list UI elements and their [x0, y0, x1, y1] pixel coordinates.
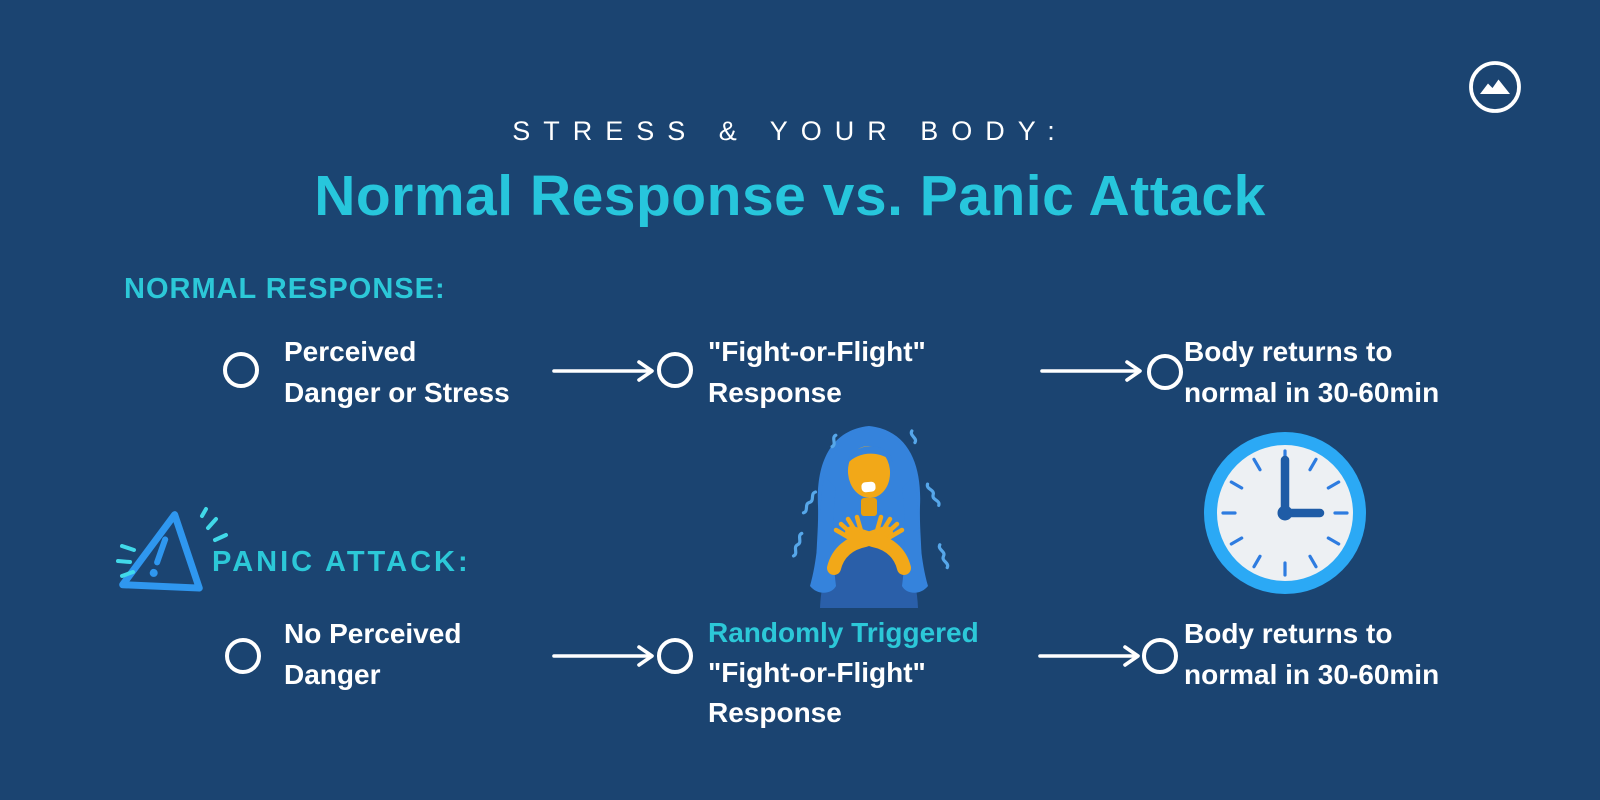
panic-step-2: Randomly Triggered "Fight-or-Flight" Res…: [708, 613, 979, 733]
panic-step-2-line-3: Response: [708, 697, 842, 728]
panicking-person-illustration: [791, 426, 950, 608]
flow-node: [1147, 354, 1183, 390]
flow-node: [657, 638, 693, 674]
arrow-right-icon: [1040, 360, 1142, 382]
arrow-right-icon: [1038, 645, 1140, 667]
mountain-logo-icon: [1469, 61, 1521, 113]
clock-icon: [1204, 432, 1366, 594]
normal-step-3: Body returns to normal in 30-60min: [1184, 331, 1439, 413]
panic-step-3-line-2: normal in 30-60min: [1184, 659, 1440, 690]
arrow-right-icon: [552, 645, 654, 667]
flow-node: [1142, 638, 1178, 674]
flow-node: [223, 352, 259, 388]
flow-node: [657, 352, 693, 388]
panic-step-1-line-2: Danger: [284, 659, 381, 690]
normal-response-label: NORMAL RESPONSE:: [124, 273, 446, 305]
flow-node: [225, 638, 261, 674]
normal-step-3-line-1: Body returns to: [1184, 336, 1393, 367]
arrow-right-icon: [552, 360, 654, 382]
normal-step-1-line-2: Danger or Stress: [284, 377, 510, 408]
normal-step-2-line-1: "Fight-or-Flight": [708, 336, 926, 367]
panic-step-1: No Perceived Danger: [284, 613, 461, 695]
panic-step-2-highlight: Randomly Triggered: [708, 617, 979, 648]
panic-step-3: Body returns to normal in 30-60min: [1184, 613, 1439, 695]
subtitle: STRESS & YOUR BODY:: [512, 116, 1068, 146]
panic-step-1-line-1: No Perceived: [284, 618, 462, 649]
normal-step-1: Perceived Danger or Stress: [284, 331, 510, 413]
normal-step-1-line-1: Perceived: [284, 336, 417, 367]
panic-step-2-line-2: "Fight-or-Flight": [708, 657, 926, 688]
page-title: Normal Response vs. Panic Attack: [314, 164, 1266, 228]
normal-step-2: "Fight-or-Flight" Response: [708, 331, 926, 413]
normal-step-3-line-2: normal in 30-60min: [1184, 377, 1440, 408]
panic-attack-label: PANIC ATTACK:: [212, 546, 471, 578]
panic-step-3-line-1: Body returns to: [1184, 618, 1393, 649]
warning-triangle-icon: [116, 507, 228, 592]
normal-step-2-line-2: Response: [708, 377, 842, 408]
